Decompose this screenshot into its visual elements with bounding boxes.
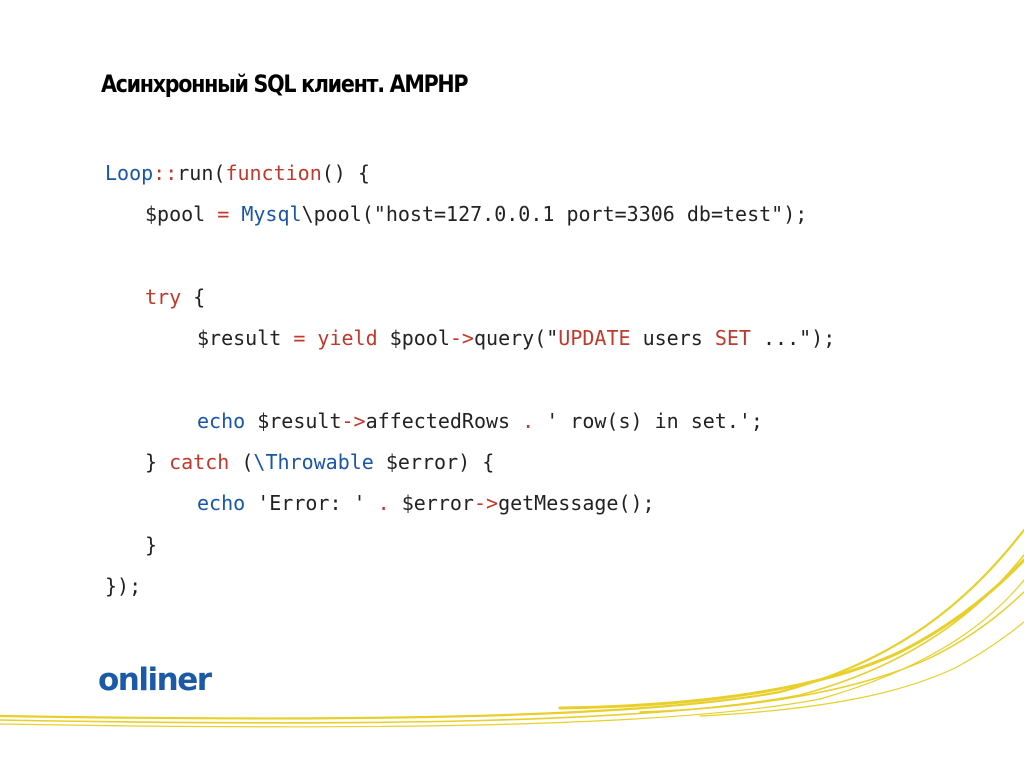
code-token: function	[225, 161, 322, 185]
onliner-logo: onliner	[98, 662, 212, 698]
code-line	[105, 239, 835, 280]
code-line	[105, 362, 835, 403]
code-token: ' row(s) in set.';	[534, 408, 763, 433]
code-token: $error	[389, 491, 474, 516]
code-token: ->	[473, 491, 499, 516]
slide-title: Асинхронный SQL клиент. AMPHP	[101, 70, 469, 98]
code-token: }	[145, 532, 158, 557]
code-token: UPDATE	[558, 326, 631, 351]
code-line: }	[105, 528, 835, 569]
code-token: run(	[177, 161, 226, 185]
code-token: =	[293, 326, 306, 351]
code-line: });	[105, 569, 835, 610]
code-line: } catch (\Throwable $error) {	[105, 445, 835, 486]
code-token: echo	[197, 408, 246, 433]
code-token: $result	[245, 408, 342, 433]
code-token: echo	[197, 491, 246, 516]
code-token: $pool	[377, 326, 450, 351]
code-line: try {	[105, 280, 835, 321]
code-token: \pool("host=127.0.0.1 port=3306 db=test"…	[301, 202, 808, 227]
code-token: yield	[317, 326, 378, 351]
code-token: .	[522, 408, 535, 433]
code-token: $error) {	[373, 450, 495, 475]
code-token: =	[217, 202, 230, 227]
code-token	[305, 326, 317, 350]
code-block: Loop::run(function() {$pool = Mysql\pool…	[105, 156, 835, 610]
code-token: .	[377, 491, 390, 516]
code-token: {	[181, 284, 206, 309]
code-line: echo 'Error: ' . $error->getMessage();	[105, 486, 835, 527]
code-line: echo $result->affectedRows . ' row(s) in…	[105, 404, 835, 445]
code-token: Loop	[105, 161, 154, 185]
code-token: (	[229, 450, 254, 475]
code-line: $result = yield $pool->query("UPDATE use…	[105, 321, 835, 362]
code-token: () {	[321, 161, 370, 185]
code-token: $result	[197, 326, 294, 351]
code-token: query("	[473, 326, 559, 351]
code-token: users	[630, 326, 715, 351]
code-token: getMessage();	[498, 491, 655, 516]
code-line: $pool = Mysql\pool("host=127.0.0.1 port=…	[105, 197, 835, 238]
code-token: SET	[714, 326, 751, 351]
code-line: Loop::run(function() {	[105, 156, 835, 197]
code-token: try	[145, 284, 182, 309]
code-token: catch	[169, 450, 230, 475]
code-token: 'Error: '	[245, 491, 378, 516]
code-token: ->	[449, 326, 474, 351]
code-token: $pool	[145, 202, 218, 227]
code-token: }	[145, 450, 170, 475]
code-token: \Throwable	[253, 450, 374, 475]
code-token: ::	[153, 161, 178, 185]
code-token: affectedRows	[365, 408, 523, 433]
code-token: });	[105, 573, 142, 598]
code-token	[229, 202, 241, 226]
code-token: ...");	[750, 326, 836, 351]
code-token: Mysql	[241, 202, 302, 227]
code-token: ->	[341, 408, 366, 433]
